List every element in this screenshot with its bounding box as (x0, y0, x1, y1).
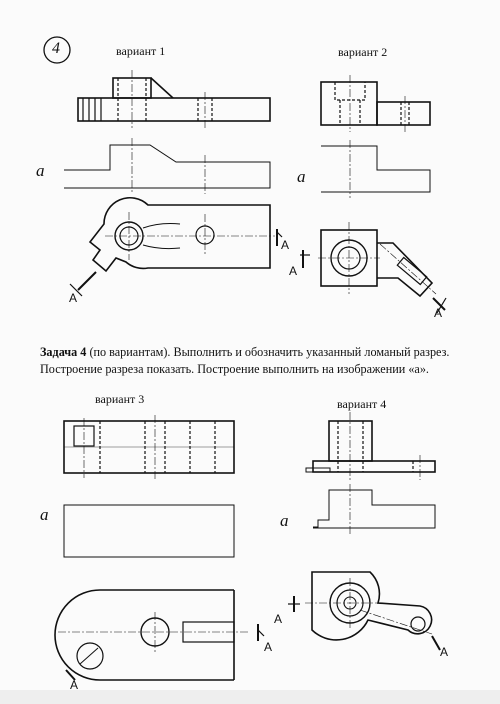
variant-4-label: вариант 4 (337, 397, 387, 411)
view-a-label-2: а (297, 167, 306, 186)
variant-3-drawing (54, 415, 265, 681)
variant-2-drawing (300, 75, 447, 314)
section-label-v4-left: А (274, 612, 283, 626)
task-line-2: Построение разреза показать. Построение … (40, 362, 429, 376)
section-label-v2-left: А (289, 264, 298, 278)
section-label-v1-left: А (69, 291, 78, 305)
task-description: Задача 4 (по вариантам). Выполнить и обо… (40, 344, 488, 378)
section-label-v2-right: А (434, 306, 443, 320)
variant-4-drawing (288, 412, 441, 651)
task-title: Задача 4 (40, 345, 87, 359)
task-line-1: Задача 4 (по вариантам). Выполнить и обо… (40, 344, 488, 361)
variant-1-label: вариант 1 (116, 44, 166, 58)
task-paren: (по вариантам). (86, 345, 171, 359)
view-a-label-1: а (36, 161, 45, 180)
view-a-label-3: а (40, 505, 49, 524)
page-number: 4 (52, 40, 60, 57)
view-a-label-4: а (280, 511, 289, 530)
page-number-circle (43, 36, 71, 64)
section-label-v1-right: А (281, 238, 290, 252)
section-label-v3-left: А (70, 678, 79, 692)
task-line-1-rest: Выполнить и обозначить указанный ломаный… (170, 345, 450, 359)
section-label-v4-right: А (440, 645, 449, 659)
variant-1-drawing (64, 70, 283, 297)
variant-3-label: вариант 3 (95, 392, 145, 406)
bottom-strip (0, 690, 500, 704)
section-label-v3-right: А (264, 640, 273, 654)
variant-2-label: вариант 2 (338, 45, 388, 59)
